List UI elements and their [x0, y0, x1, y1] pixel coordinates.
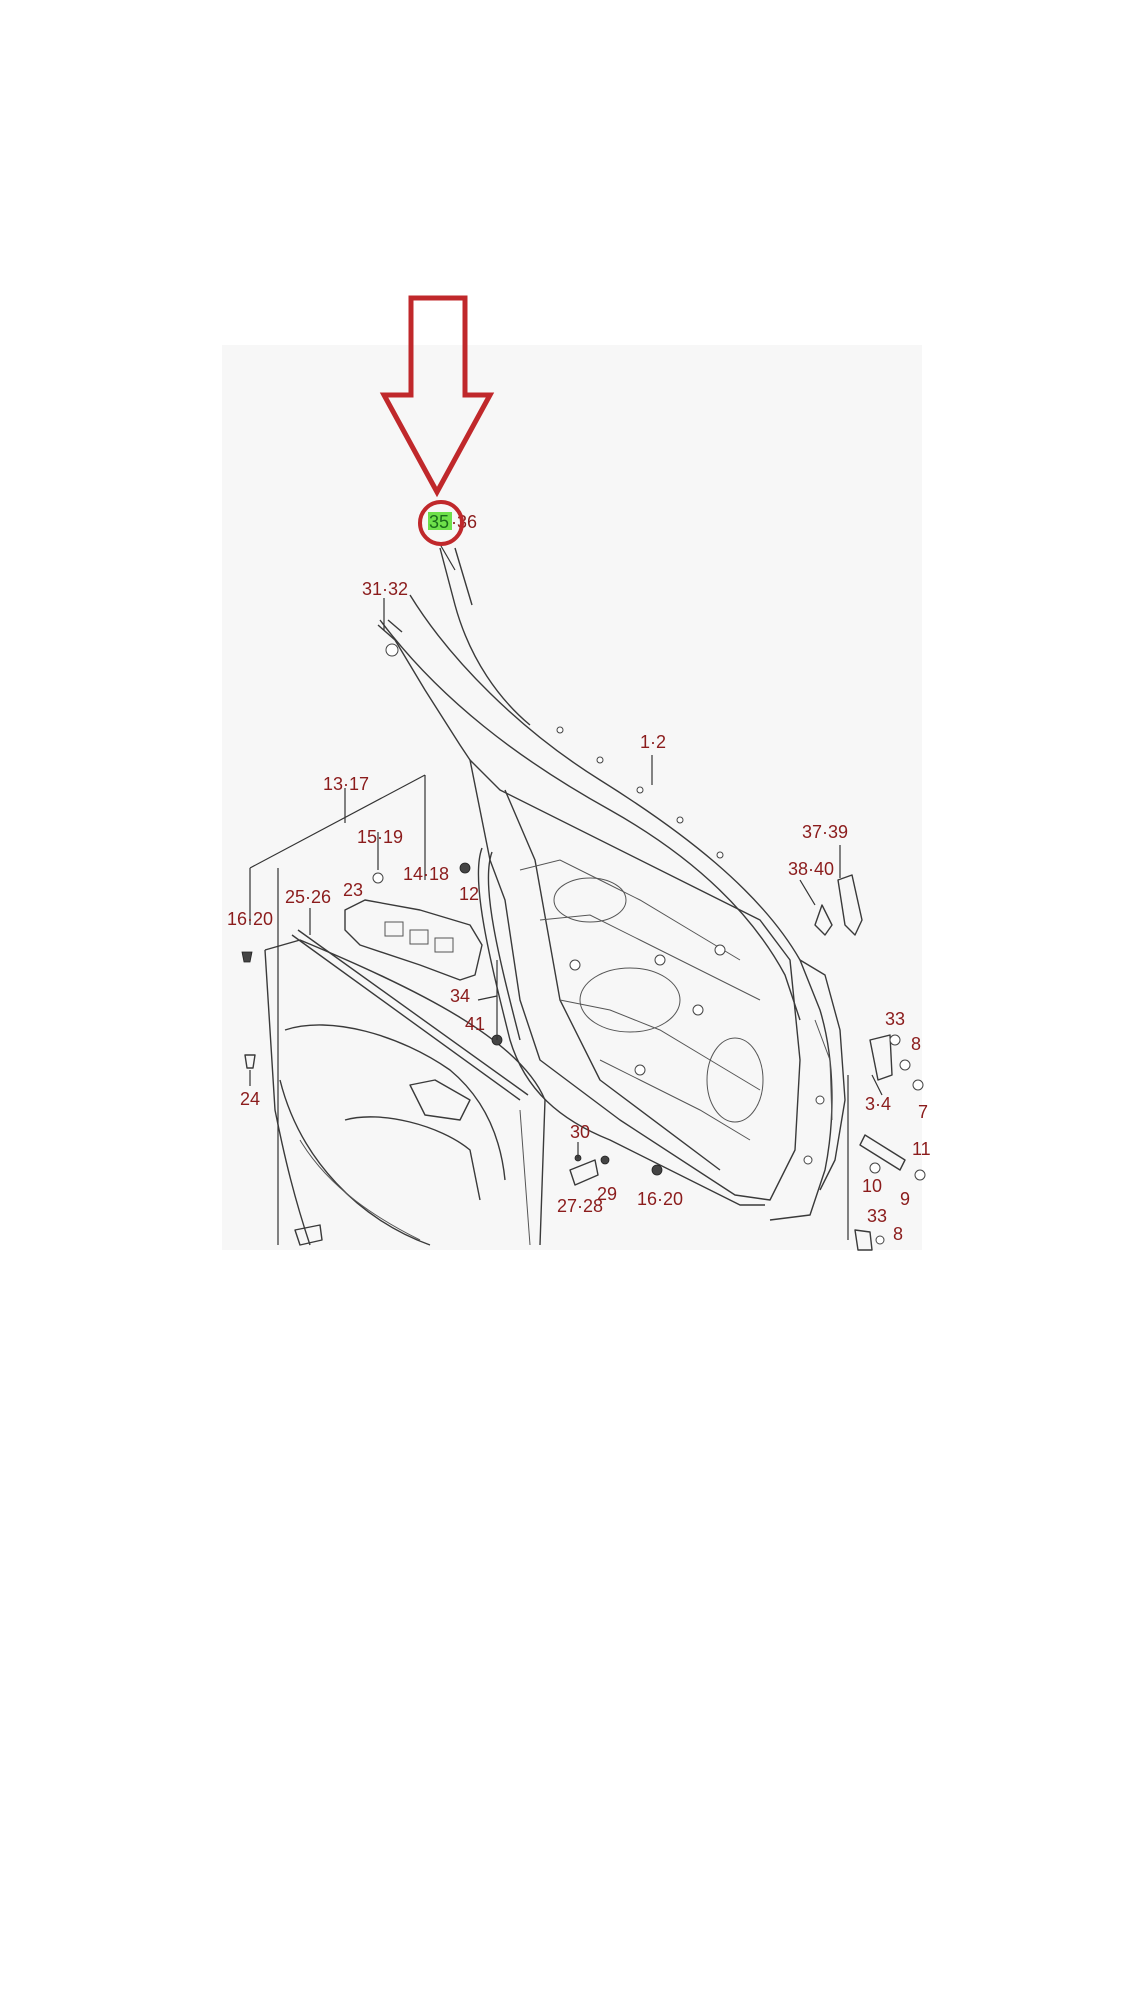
label-12: 12 — [459, 884, 479, 904]
drawing-background — [222, 345, 922, 1250]
label-16-20-right: 16·20 — [637, 1189, 683, 1209]
label-9: 9 — [900, 1189, 910, 1209]
label-16-20-left: 16·20 — [227, 909, 273, 929]
label-37-39: 37·39 — [802, 822, 848, 842]
label-41: 41 — [465, 1014, 485, 1034]
highlighted-part-callout: 35 ·36 — [418, 500, 477, 546]
highlighted-part-number: 35 — [429, 512, 449, 532]
label-34: 34 — [450, 986, 470, 1006]
label-33-lower: 33 — [867, 1206, 887, 1226]
highlighted-part-rest: ·36 — [451, 512, 477, 532]
leader-lines — [249, 545, 883, 1245]
label-8-upper: 8 — [911, 1034, 921, 1054]
part-labels: 31·32 1·2 13·17 15·19 14·18 23 12 16·20 … — [227, 579, 931, 1244]
label-29: 29 — [597, 1184, 617, 1204]
highlight-marker — [428, 512, 452, 530]
label-23: 23 — [343, 880, 363, 900]
door-shell — [377, 547, 846, 1221]
label-7: 7 — [918, 1102, 928, 1122]
label-30: 30 — [570, 1122, 590, 1142]
label-1-2: 1·2 — [640, 732, 666, 752]
hinge-parts — [569, 874, 926, 1251]
label-13-17: 13·17 — [323, 774, 369, 794]
label-15-19: 15·19 — [357, 827, 403, 847]
label-25-26: 25·26 — [285, 887, 331, 907]
label-38-40: 38·40 — [788, 859, 834, 879]
label-8-lower: 8 — [893, 1224, 903, 1244]
label-24: 24 — [240, 1089, 260, 1109]
label-10: 10 — [862, 1176, 882, 1196]
label-11: 11 — [912, 1139, 931, 1159]
highlight-circle-icon — [418, 500, 464, 546]
label-3-4: 3·4 — [865, 1094, 891, 1114]
label-27-28: 27·28 — [557, 1196, 603, 1216]
label-31-32: 31·32 — [362, 579, 408, 599]
label-14-18: 14·18 — [403, 864, 449, 884]
down-arrow-icon — [379, 295, 495, 498]
label-33-upper: 33 — [885, 1009, 905, 1029]
door-trim-panel — [241, 862, 546, 1246]
